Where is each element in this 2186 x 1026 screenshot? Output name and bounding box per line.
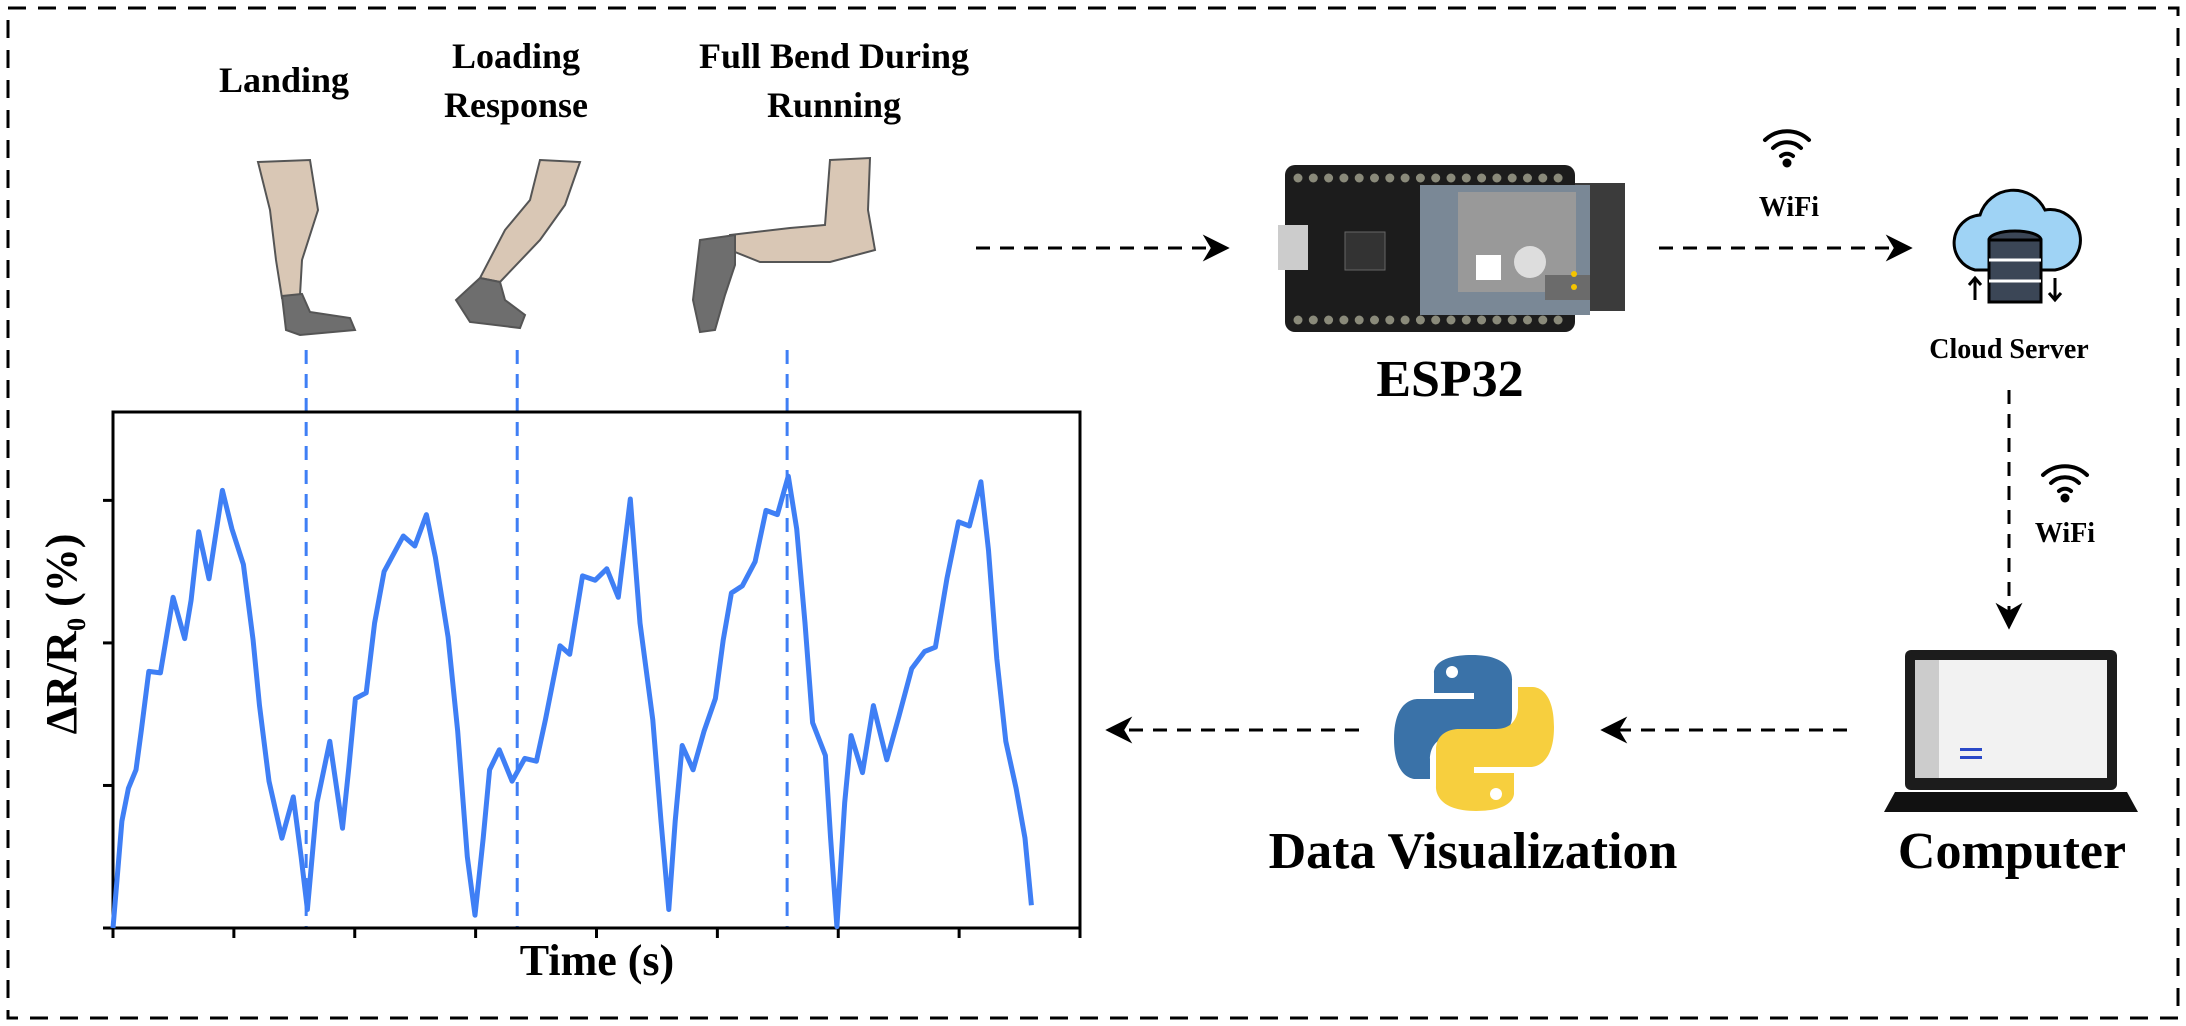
- y-axis-label: ΔR/R₀ (%): [37, 534, 86, 735]
- leg-loading-response-icon: [454, 158, 582, 330]
- header-pin: [1385, 173, 1395, 183]
- header-pin: [1415, 315, 1425, 325]
- data-visualization-label: Data Visualization: [1269, 823, 1678, 880]
- esp32-label: ESP32: [1376, 351, 1523, 408]
- header-pin: [1461, 173, 1471, 183]
- esp32-board-icon: [1278, 165, 1625, 332]
- phase-label-landing: Landing: [219, 60, 349, 100]
- wifi-label-2: WiFi: [2035, 518, 2095, 549]
- wifi-label-1: WiFi: [1759, 192, 1819, 223]
- leg-full-bend-icon: [691, 156, 877, 334]
- header-pin: [1553, 315, 1563, 325]
- header-pin: [1446, 315, 1456, 325]
- header-pin: [1293, 315, 1303, 325]
- laptop-icon: [1884, 650, 2138, 812]
- header-pin: [1324, 315, 1334, 325]
- header-pin: [1523, 173, 1532, 183]
- x-axis-label: Time (s): [520, 936, 674, 985]
- header-pin: [1293, 173, 1303, 183]
- header-pin: [1507, 173, 1517, 183]
- phase-label-loading-line1: Loading: [452, 36, 580, 76]
- header-pin: [1400, 315, 1410, 325]
- phase-label-fullbend-line2: Running: [767, 85, 901, 125]
- header-pin: [1339, 173, 1349, 183]
- header-pin: [1446, 173, 1456, 183]
- header-pin: [1553, 173, 1563, 183]
- header-pin: [1400, 173, 1410, 183]
- phase-label-loading-line2: Response: [444, 85, 588, 125]
- wifi-icon: [2041, 464, 2089, 503]
- header-pin: [1538, 315, 1548, 325]
- cloud-server-label: Cloud Server: [1929, 334, 2088, 365]
- header-pin: [1415, 173, 1425, 183]
- leg-landing-icon: [256, 158, 357, 337]
- wifi-icon: [1763, 129, 1811, 168]
- header-pin: [1308, 315, 1318, 325]
- header-pin: [1308, 173, 1318, 183]
- phase-label-fullbend-line1: Full Bend During: [699, 36, 969, 76]
- outer-dashed-border: [6, 6, 2180, 1020]
- header-pin: [1431, 315, 1441, 325]
- python-logo-icon: [1394, 655, 1554, 811]
- header-pin: [1370, 173, 1379, 183]
- header-pin: [1538, 173, 1548, 183]
- cloud-server-icon: [1952, 188, 2082, 304]
- header-pin: [1324, 173, 1334, 183]
- header-pin: [1354, 173, 1364, 183]
- header-pin: [1477, 173, 1487, 183]
- header-pin: [1431, 173, 1441, 183]
- header-pin: [1507, 315, 1517, 325]
- header-pin: [1339, 315, 1349, 325]
- header-pin: [1523, 315, 1532, 325]
- header-pin: [1385, 315, 1395, 325]
- header-pin: [1370, 315, 1379, 325]
- header-pin: [1477, 315, 1487, 325]
- signal-line: [110, 473, 1034, 930]
- header-pin: [1492, 315, 1502, 325]
- computer-label: Computer: [1898, 823, 2126, 880]
- header-pin: [1461, 315, 1471, 325]
- header-pin: [1492, 173, 1502, 183]
- resistance-change-chart: Time (s) ΔR/R₀ (%): [37, 350, 1082, 985]
- header-pin: [1354, 315, 1364, 325]
